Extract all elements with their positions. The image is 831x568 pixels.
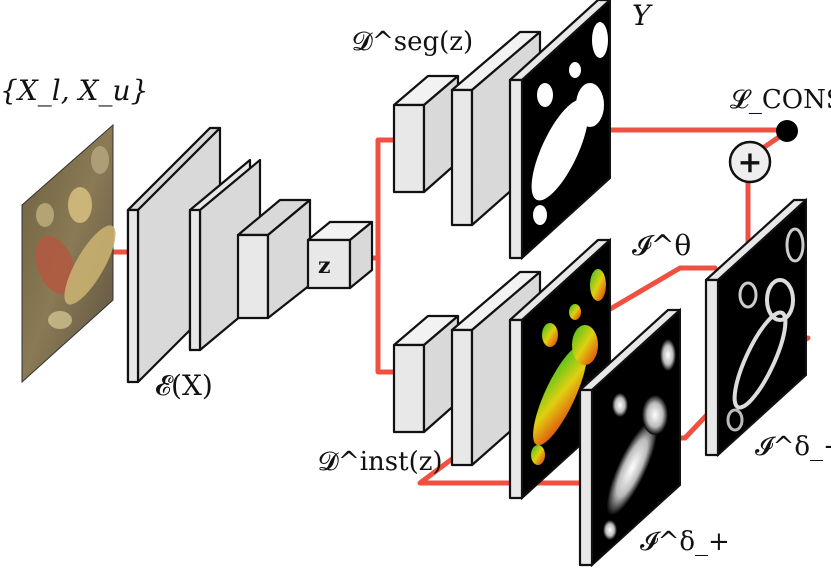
encoder-label: 𝓔(X) — [155, 369, 213, 402]
latent-label: z — [318, 253, 331, 279]
delta-minus-label: 𝓘^δ_− — [755, 432, 831, 462]
delta-plus-map — [578, 307, 682, 568]
delta-minus-map — [704, 197, 808, 458]
loss-node-icon — [776, 120, 798, 142]
input-image — [21, 123, 116, 384]
inst-decoder-label: 𝓓^inst(z) — [318, 447, 443, 477]
theta-map-label: 𝓘^θ — [632, 229, 691, 262]
encoder-block — [126, 126, 312, 384]
consistency-loss-label: 𝓛_CONS — [730, 85, 831, 115]
input-label: {X_l, X_u} — [0, 74, 148, 107]
latent-to-inst-line — [375, 255, 401, 375]
theta-to-loss-line — [597, 265, 718, 318]
seg-decoder-label: 𝓓^seg(z) — [352, 27, 473, 57]
seg-output-mask — [508, 0, 612, 261]
plus-symbol: + — [737, 145, 762, 180]
delta-plus-label: 𝓘^δ_+ — [640, 527, 730, 557]
seg-output-label: Y — [632, 0, 653, 32]
latent-cube — [306, 220, 374, 290]
add-circle-icon: + — [728, 140, 772, 184]
